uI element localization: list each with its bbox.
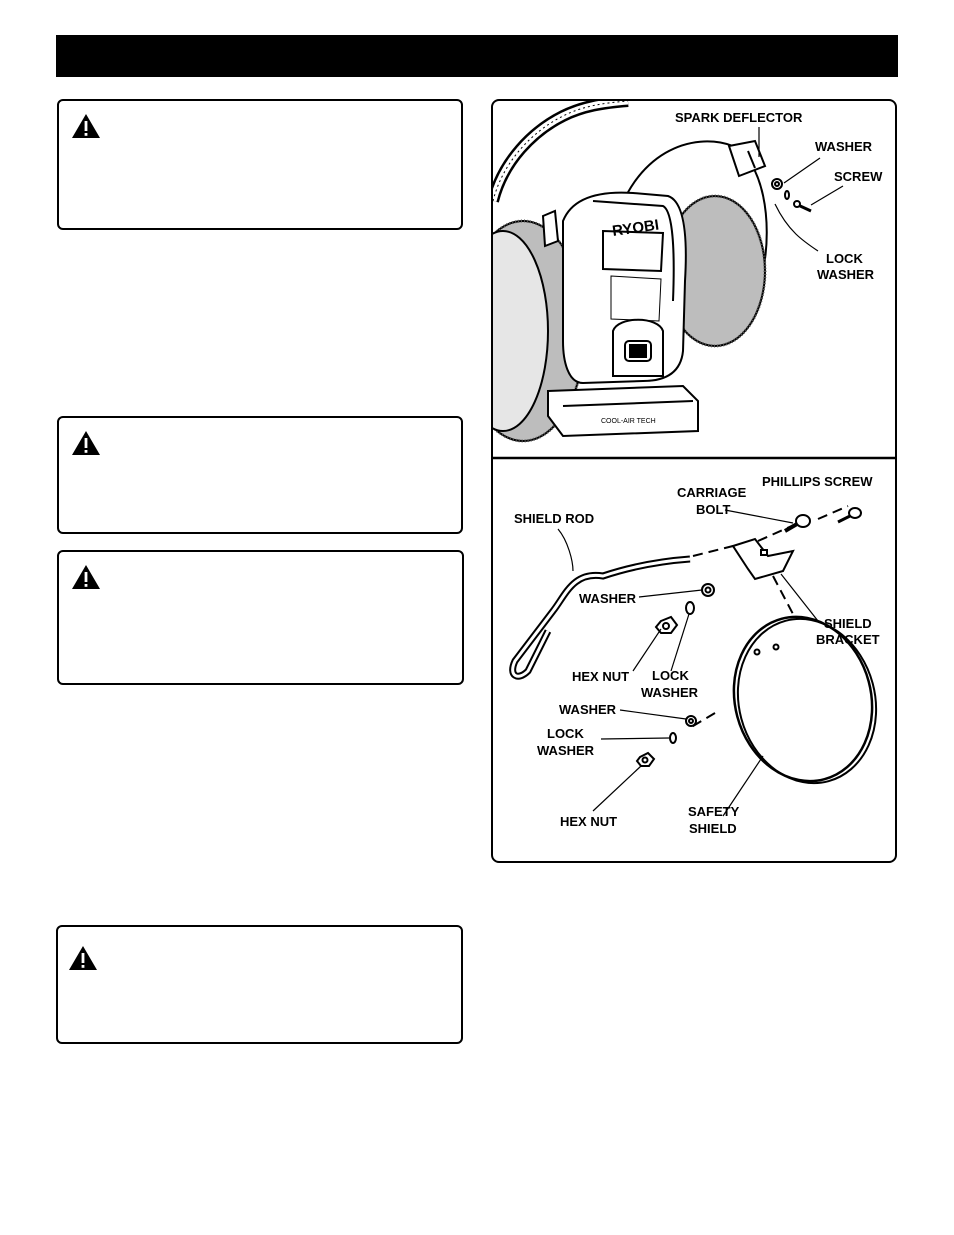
label-screw: SCREW bbox=[834, 169, 883, 184]
label-lock-upper: LOCK bbox=[652, 668, 689, 683]
label-safety-shield: SHIELD bbox=[689, 821, 737, 836]
label-washer-upper: WASHER bbox=[579, 591, 637, 606]
base-text-label: COOL-AIR TECH bbox=[601, 418, 656, 425]
label-hex-nut-lower: HEX NUT bbox=[560, 814, 618, 829]
label-bracket: BRACKET bbox=[816, 632, 880, 647]
label-spark-deflector: SPARK DEFLECTOR bbox=[675, 110, 803, 125]
bench-grinder-illustration bbox=[493, 101, 844, 443]
figure-drawing: RYOBI COOL-AIR TECH bbox=[493, 101, 895, 817]
label-lock-washer-upper: WASHER bbox=[641, 685, 699, 700]
warning-box-1 bbox=[57, 99, 463, 230]
warning-box-2 bbox=[57, 416, 463, 534]
label-lock-lower: LOCK bbox=[547, 726, 584, 741]
label-washer-lower: WASHER bbox=[559, 702, 617, 717]
warning-triangle-icon bbox=[72, 431, 100, 455]
warning-triangle-icon bbox=[72, 565, 100, 589]
warning-box-4 bbox=[56, 925, 463, 1044]
warning-triangle-icon bbox=[72, 114, 100, 138]
warning-triangle-icon bbox=[69, 946, 97, 970]
label-lock-top: LOCK bbox=[826, 251, 863, 266]
label-washer-top: WASHER bbox=[815, 139, 873, 154]
label-bolt: BOLT bbox=[696, 502, 731, 517]
warning-box-3 bbox=[57, 550, 464, 685]
safety-shield-illustration bbox=[509, 505, 878, 817]
label-shield-rod: SHIELD ROD bbox=[514, 511, 595, 526]
ryobi-brand-label: RYOBI bbox=[611, 217, 660, 240]
label-shield: SHIELD bbox=[824, 616, 872, 631]
section-header-bar bbox=[56, 35, 898, 77]
label-lock-washer-lower: WASHER bbox=[537, 743, 595, 758]
assembly-figure: RYOBI COOL-AIR TECH bbox=[491, 99, 897, 863]
label-lock-washer-top: WASHER bbox=[817, 267, 875, 282]
label-carriage: CARRIAGE bbox=[677, 485, 747, 500]
label-phillips-screw: PHILLIPS SCREW bbox=[762, 474, 873, 489]
label-safety: SAFETY bbox=[688, 804, 740, 819]
label-hex-nut-upper: HEX NUT bbox=[572, 669, 630, 684]
